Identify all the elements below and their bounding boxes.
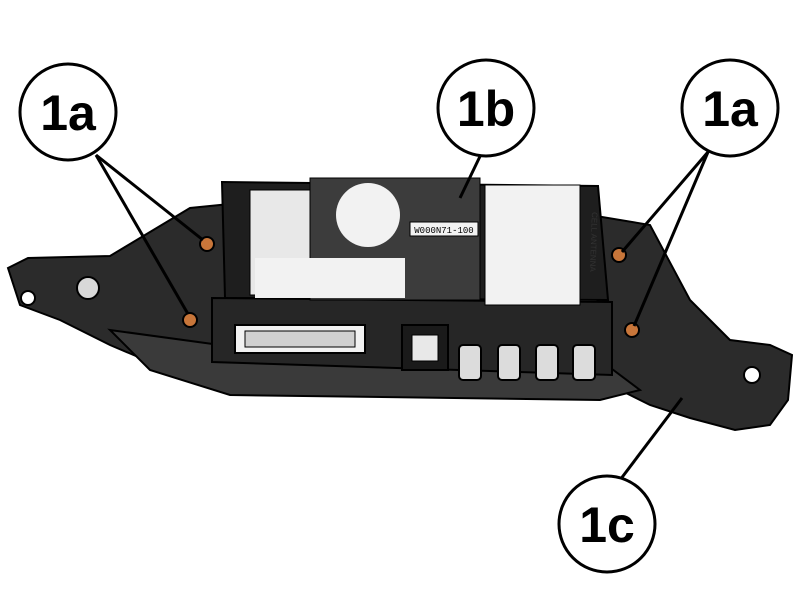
coax-connector-1 (458, 344, 482, 381)
callout-circle (436, 58, 536, 158)
left-mount-boss (76, 276, 100, 300)
callout-1a-left: 1a (18, 62, 118, 162)
coax-connector-3 (535, 344, 559, 381)
callout-1b: 1b (436, 58, 536, 158)
coax-connector-4 (572, 344, 596, 381)
power-connector-socket (411, 334, 439, 362)
center-sticker-text: W000N71-100 (414, 226, 473, 236)
callout-1c: 1c (557, 474, 657, 574)
module-housing: W000N71-100 CELL ANTENNA (211, 177, 613, 377)
callout-label: 1b (457, 81, 515, 137)
label-center-sticker (409, 221, 479, 237)
callout-label: 1a (702, 81, 759, 137)
fastener-right-lower (624, 322, 640, 338)
leader-lines (94, 147, 710, 481)
leader-1a-left-upper (95, 153, 204, 242)
coax-connector-2 (497, 344, 521, 381)
right-mount-hole (743, 366, 761, 384)
label-center-seal (336, 183, 400, 247)
callout-circle (557, 474, 657, 574)
label-right (484, 184, 581, 306)
side-label-text: CELL ANTENNA (588, 212, 599, 273)
ribbon-connector-inner (244, 330, 356, 348)
leader-1a-right-lower (632, 151, 710, 327)
label-lower (255, 258, 405, 298)
left-mount-hole (20, 290, 36, 306)
leader-1a-left-lower (94, 154, 190, 315)
callout-circle (18, 62, 118, 162)
callout-1a-right: 1a (680, 58, 780, 158)
fastener-left-lower (182, 312, 198, 328)
callout-label: 1a (40, 85, 97, 141)
fastener-left-upper (199, 236, 215, 252)
leader-1a-right-upper (620, 151, 710, 253)
front-connectors (234, 324, 596, 381)
leader-1c (618, 397, 684, 481)
callout-circle (680, 58, 780, 158)
callout-label: 1c (579, 497, 635, 553)
